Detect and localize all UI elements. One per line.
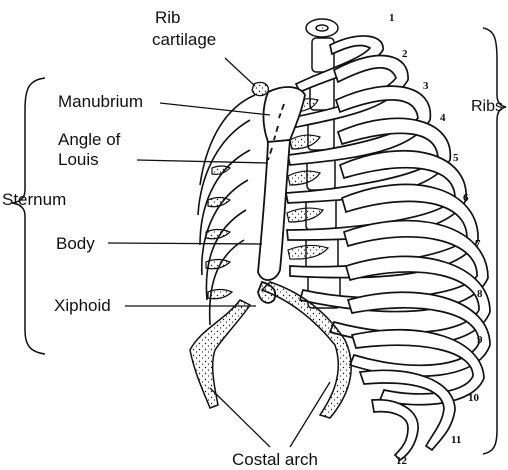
label-body: Body: [56, 234, 95, 254]
label-rib-cartilage-1: Rib: [155, 8, 181, 28]
rib-number-5: 5: [453, 152, 459, 164]
first-rib-cartilage: [252, 82, 268, 95]
ribs-bracket: [483, 28, 506, 454]
sternum-body-shape: [258, 140, 290, 280]
rib-number-2: 2: [402, 48, 408, 60]
rib-number-6: 6: [463, 192, 469, 204]
label-angle-of-louis-1: Angle of: [58, 130, 120, 150]
label-sternum: Sternum: [2, 190, 66, 210]
left-costal-arch: [190, 300, 250, 408]
sternum-bracket: [12, 78, 45, 354]
rib-number-9: 9: [477, 334, 483, 346]
rib-number-7: 7: [475, 238, 481, 250]
rib-number-1: 1: [389, 12, 395, 24]
rib-number-11: 11: [451, 434, 461, 446]
label-manubrium: Manubrium: [58, 92, 143, 112]
left-costal-cartilages: [206, 166, 232, 299]
rib-number-8: 8: [477, 288, 483, 300]
label-angle-of-louis-2: Louis: [58, 150, 99, 170]
rib-number-4: 4: [440, 112, 446, 124]
rib-number-12: 12: [396, 455, 407, 467]
label-xiphoid: Xiphoid: [54, 296, 111, 316]
label-ribs: Ribs: [471, 97, 503, 117]
label-costal-arch: Costal arch: [232, 450, 318, 470]
label-rib-cartilage-2: cartilage: [152, 30, 216, 50]
rib-number-3: 3: [423, 80, 429, 92]
rib-number-10: 10: [468, 392, 479, 404]
